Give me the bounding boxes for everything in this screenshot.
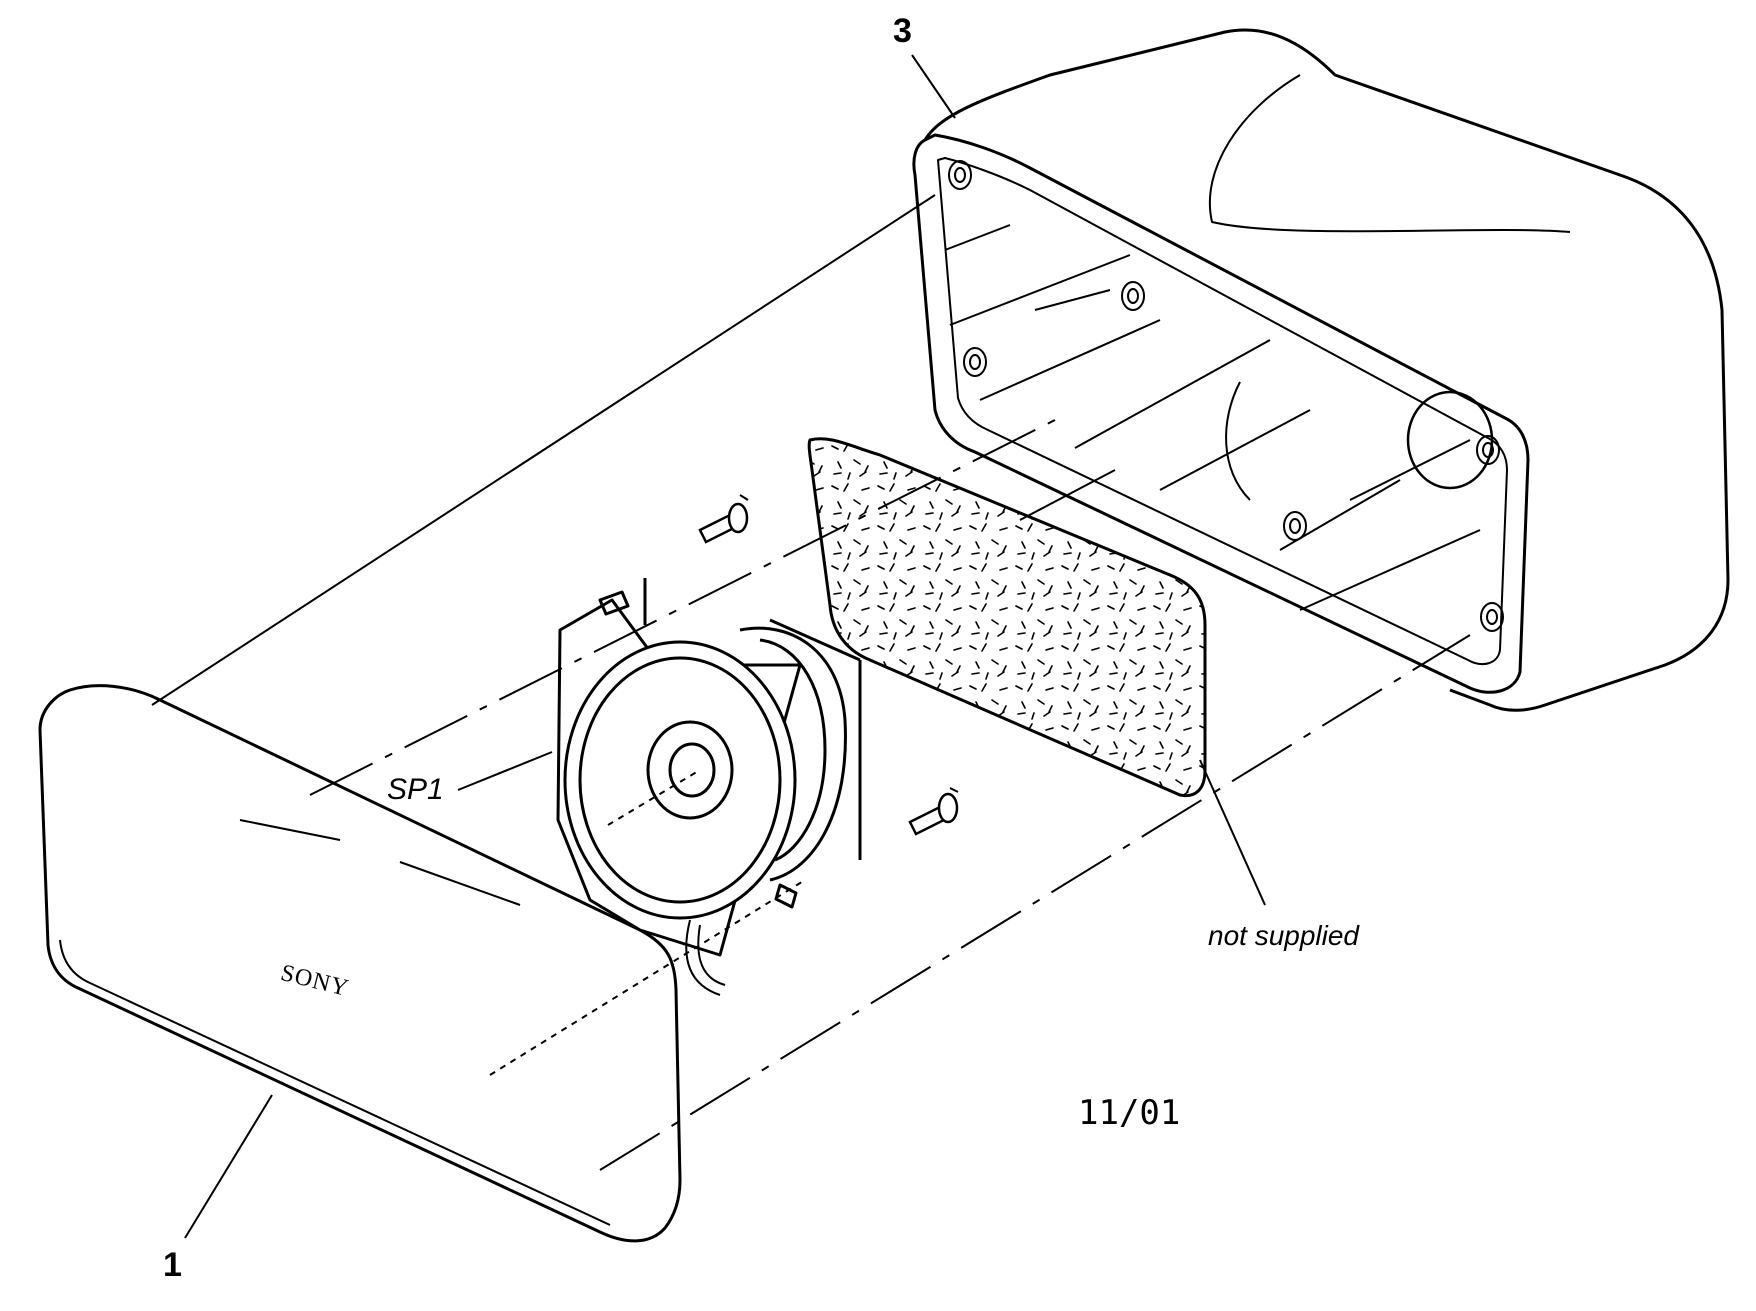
callout-part-3: 3 — [893, 12, 912, 50]
speaker-driver — [556, 578, 862, 996]
callout-not-supplied: not supplied — [1208, 920, 1360, 951]
callout-speaker-sp1: SP1 — [387, 773, 444, 806]
alignment-lines — [151, 194, 1471, 1171]
foam-pad — [807, 437, 1207, 798]
screw-bosses — [948, 160, 1504, 632]
leader-lines — [184, 54, 1266, 1239]
screw-top — [698, 494, 749, 544]
callout-part-1: 1 — [163, 1246, 182, 1284]
revision-date: 11/01 — [1078, 1093, 1181, 1133]
rear-housing — [912, 28, 1730, 712]
screw-bottom — [908, 787, 959, 836]
